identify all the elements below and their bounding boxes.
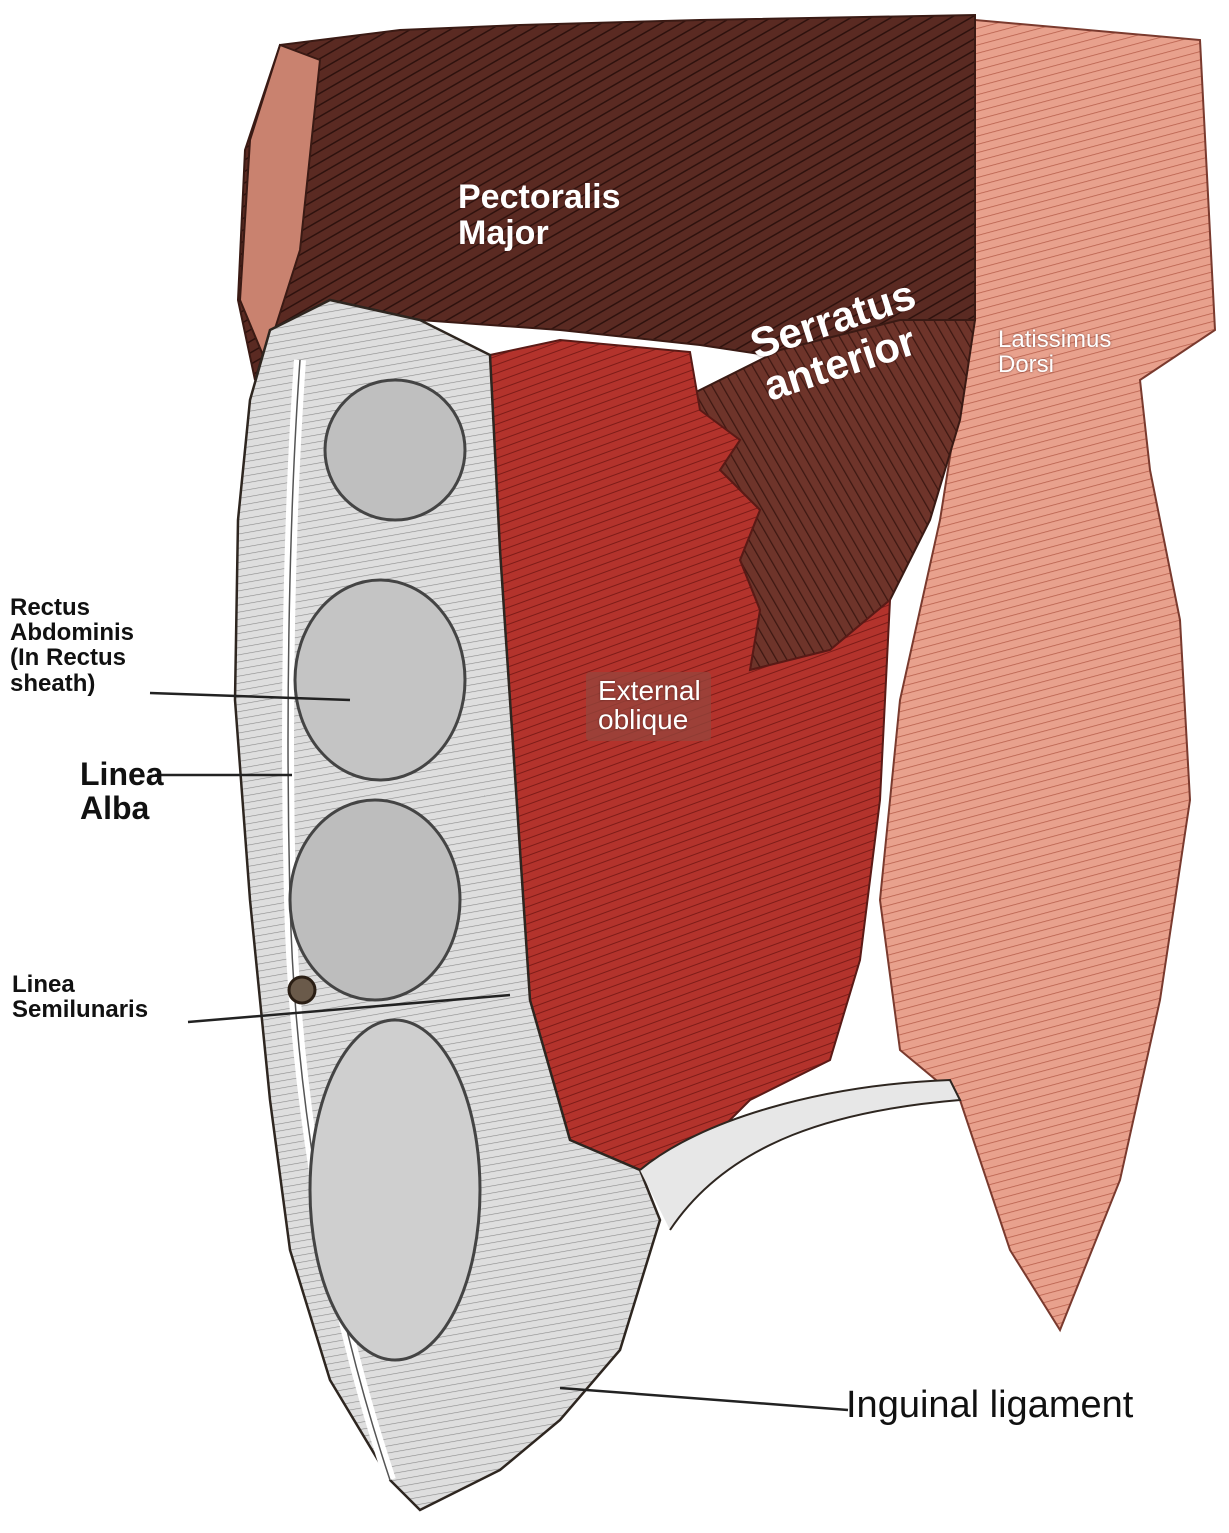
label-rectus-abdominis: Rectus Abdominis (In Rectus sheath) bbox=[10, 594, 134, 697]
rectus-segment-2 bbox=[293, 578, 467, 782]
rectus-segment-4 bbox=[308, 1018, 482, 1362]
pectoralis-major-muscle bbox=[236, 13, 976, 381]
rectus-segment-3 bbox=[288, 798, 462, 1002]
label-linea-semilunaris: Linea Semilunaris bbox=[12, 971, 149, 1024]
leader-rectus-abdominis bbox=[149, 691, 351, 702]
label-inguinal-ligament: Inguinal ligament bbox=[846, 1384, 1134, 1426]
label-external-oblique: External oblique bbox=[586, 672, 711, 741]
inguinal-fold bbox=[639, 1078, 962, 1231]
label-pectoralis-major: Pectoralis Major bbox=[458, 178, 621, 252]
label-linea-alba: Linea Alba bbox=[80, 756, 164, 826]
label-latissimus-dorsi: Latissimus Dorsi bbox=[998, 326, 1112, 379]
leader-inguinal-ligament bbox=[559, 1386, 849, 1412]
latissimus-dorsi-muscle bbox=[878, 18, 1217, 1333]
umbilicus bbox=[287, 975, 317, 1005]
rectus-segment-1 bbox=[323, 378, 467, 522]
leader-linea-semilunaris bbox=[187, 993, 511, 1024]
